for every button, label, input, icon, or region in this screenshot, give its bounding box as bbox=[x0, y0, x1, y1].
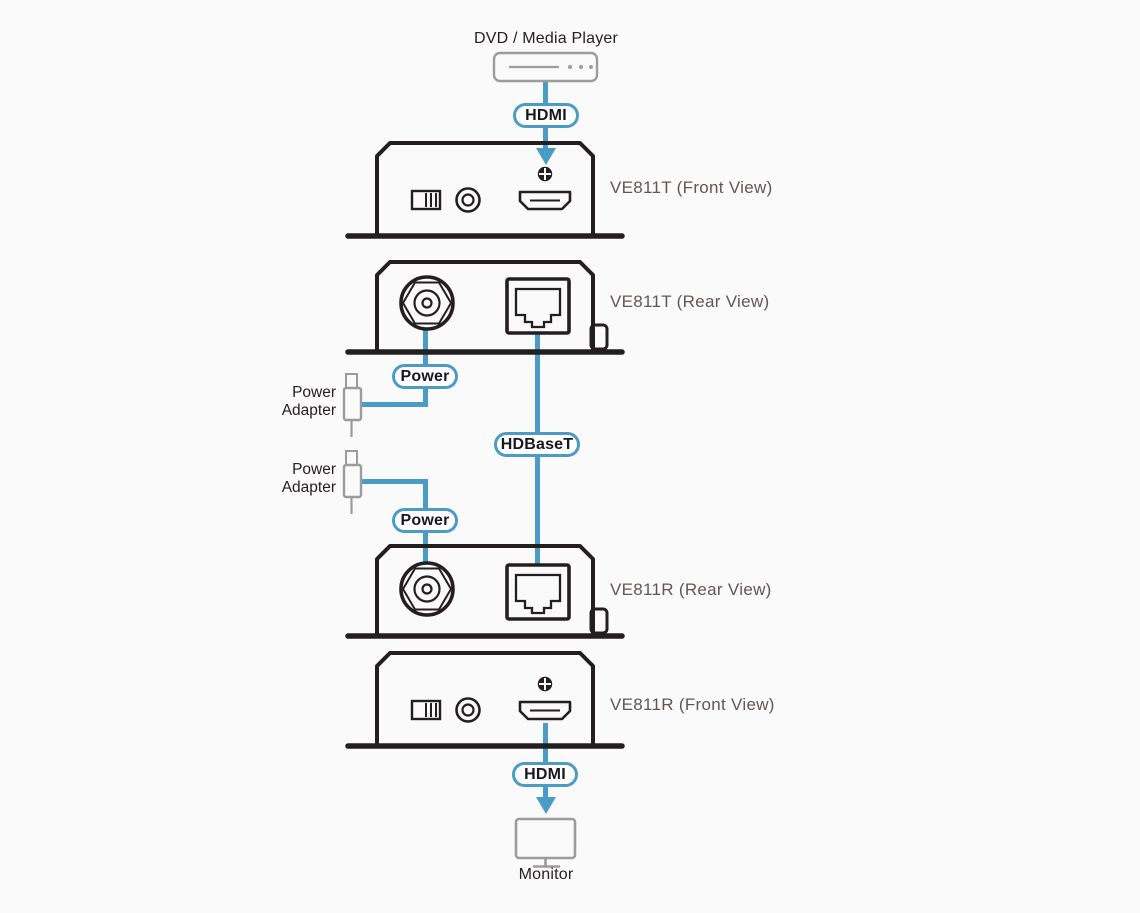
ve811r-front-device-drawing bbox=[345, 651, 625, 749]
ve811r-rear-label: VE811R (Rear View) bbox=[610, 580, 772, 599]
screw-icon bbox=[537, 166, 553, 182]
ve811t-rear-device-drawing bbox=[345, 260, 625, 355]
power-adapter-2-line1: Power bbox=[292, 461, 336, 478]
source-device-label: DVD / Media Player bbox=[473, 30, 619, 47]
connector-ve811r-power-horizontal bbox=[361, 478, 428, 484]
hdmi-badge-top: HDMI bbox=[513, 103, 579, 128]
monitor-icon bbox=[514, 817, 577, 868]
ve811r-rear-device-drawing bbox=[345, 544, 625, 639]
ve811r-front-label: VE811R (Front View) bbox=[610, 695, 775, 714]
monitor-label: Monitor bbox=[518, 866, 574, 883]
connector-ve811r-to-monitor bbox=[543, 723, 548, 798]
power-adapter-1-line1: Power bbox=[292, 384, 336, 401]
power-badge-receiver-label: Power bbox=[400, 511, 450, 529]
power-jack-icon bbox=[399, 275, 455, 331]
power-adapter-1-line2: Adapter bbox=[281, 401, 336, 419]
ir-port-icon bbox=[455, 187, 481, 213]
dip-switch-icon bbox=[410, 189, 442, 211]
ve811t-rear-label: VE811T (Rear View) bbox=[610, 292, 770, 311]
power-badge-transmitter-label: Power bbox=[400, 367, 450, 385]
dip-switch-icon bbox=[410, 699, 442, 721]
power-jack-icon bbox=[399, 561, 455, 617]
screw-icon bbox=[537, 676, 553, 692]
ve811t-front-device-drawing bbox=[345, 141, 625, 239]
media-player-icon bbox=[492, 51, 599, 83]
arrow-into-ve811t-icon bbox=[535, 148, 556, 165]
power-adapter-1-label: Power Adapter bbox=[240, 384, 336, 419]
rj45-port-icon bbox=[505, 277, 571, 335]
ir-port-icon bbox=[455, 697, 481, 723]
power-badge-receiver: Power bbox=[392, 508, 458, 533]
power-adapter-2-icon bbox=[342, 450, 363, 514]
power-adapter-1-icon bbox=[342, 373, 363, 437]
hdmi-badge-bottom-label: HDMI bbox=[524, 765, 566, 783]
hdbaset-badge-label: HDBaseT bbox=[500, 435, 574, 453]
connector-ve811t-power-horizontal bbox=[361, 402, 428, 407]
hdmi-port-icon bbox=[518, 190, 572, 211]
hdmi-badge-bottom: HDMI bbox=[512, 762, 578, 787]
power-adapter-2-label: Power Adapter bbox=[240, 461, 336, 496]
rj45-port-icon bbox=[505, 563, 571, 621]
hdbaset-badge: HDBaseT bbox=[494, 432, 580, 457]
hdmi-port-icon bbox=[518, 700, 572, 721]
arrow-into-monitor-icon bbox=[535, 797, 556, 814]
hdmi-badge-top-label: HDMI bbox=[525, 106, 567, 124]
power-badge-transmitter: Power bbox=[392, 364, 458, 389]
power-adapter-2-line2: Adapter bbox=[281, 478, 336, 496]
ve811t-front-label: VE811T (Front View) bbox=[610, 178, 773, 197]
